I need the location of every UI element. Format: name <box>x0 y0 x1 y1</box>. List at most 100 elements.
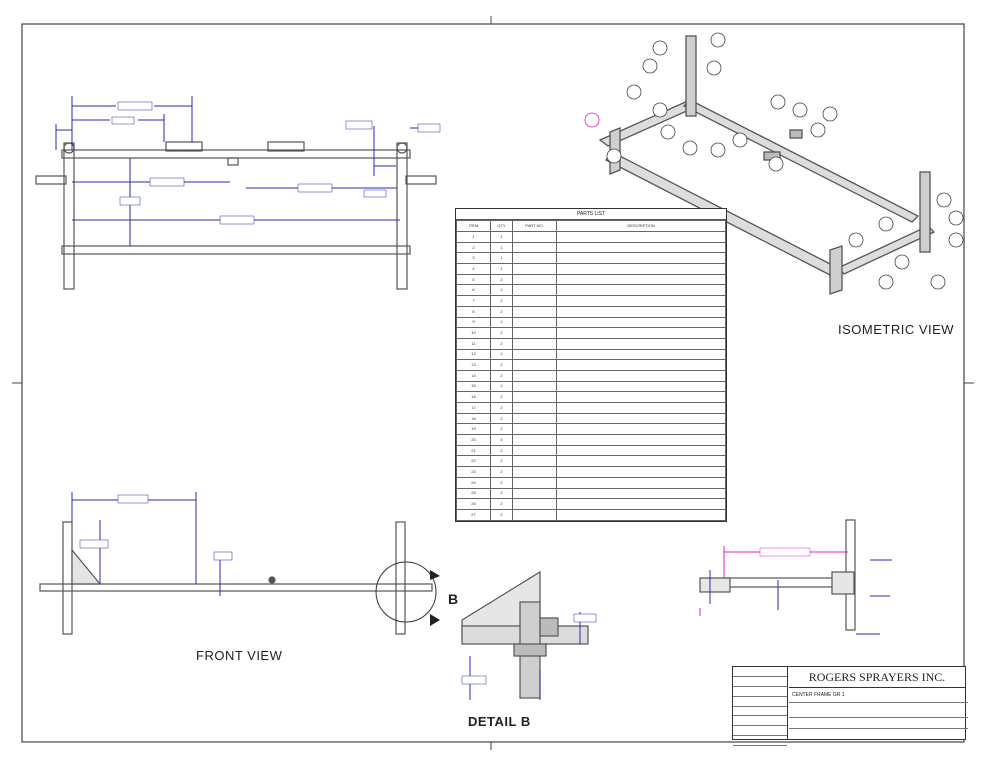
parts-header-part-no: PART NO. <box>512 220 557 232</box>
parts-description-cell <box>556 455 726 468</box>
parts-qty-cell: 2 <box>490 487 513 500</box>
title-block-cell <box>733 707 787 717</box>
parts-part-no-cell <box>512 348 557 361</box>
company-name: ROGERS SPRAYERS INC. <box>789 667 965 688</box>
parts-qty-cell: 4 <box>490 434 513 446</box>
parts-item-cell: 22 <box>456 455 491 468</box>
title-block-cell <box>733 687 787 697</box>
parts-qty-cell: 2 <box>490 337 513 350</box>
parts-item-cell: 24 <box>456 476 491 489</box>
parts-description-cell <box>556 369 726 382</box>
parts-part-no-cell <box>512 263 557 275</box>
parts-item-cell: 4 <box>456 263 491 275</box>
parts-item-cell: 17 <box>456 402 491 414</box>
parts-description-cell <box>556 359 726 371</box>
parts-part-no-cell <box>512 498 557 510</box>
top-view-left-cap <box>63 142 75 154</box>
parts-description-cell <box>556 231 726 243</box>
parts-qty-cell: 2 <box>490 455 513 468</box>
front-view-label: FRONT VIEW <box>196 648 283 663</box>
detail-b-view <box>461 570 589 699</box>
parts-description-cell <box>556 423 726 436</box>
top-view-left-post <box>63 142 75 290</box>
parts-description-cell <box>556 466 726 478</box>
parts-item-cell: 26 <box>456 498 491 510</box>
parts-item-cell: 10 <box>456 327 491 339</box>
parts-list-table: PARTS LIST ITEM QTY PART NO. DESCRIPTION… <box>455 208 727 522</box>
parts-description-cell <box>556 508 726 521</box>
drawing-title: CENTER FRAME GR 1 <box>789 688 968 703</box>
parts-qty-cell: 2 <box>490 423 513 436</box>
parts-part-no-cell <box>512 466 557 478</box>
title-block: ROGERS SPRAYERS INC. CENTER FRAME GR 1 <box>732 666 968 747</box>
parts-part-no-cell <box>512 508 557 521</box>
parts-qty-cell: 2 <box>490 284 513 297</box>
top-view-front-rail <box>61 149 411 159</box>
parts-part-no-cell <box>512 305 557 318</box>
front-view-rail <box>39 583 433 592</box>
top-view <box>35 141 437 290</box>
parts-qty-cell: 2 <box>490 466 513 478</box>
parts-description-cell <box>556 252 726 265</box>
parts-item-cell: 25 <box>456 487 491 500</box>
parts-item-cell: 9 <box>456 316 491 329</box>
parts-description-cell <box>556 476 726 489</box>
top-view-mount <box>227 157 239 166</box>
parts-item-cell: 7 <box>456 295 491 307</box>
parts-part-no-cell <box>512 284 557 297</box>
parts-qty-cell: 2 <box>490 444 513 457</box>
highlighted-balloon <box>584 112 600 128</box>
parts-description-cell <box>556 444 726 457</box>
parts-list-header-row: ITEM QTY PART NO. DESCRIPTION <box>456 220 726 232</box>
parts-description-cell <box>556 273 726 286</box>
parts-description-cell <box>556 434 726 446</box>
parts-qty-cell: 2 <box>490 327 513 339</box>
parts-item-cell: 11 <box>456 337 491 350</box>
parts-description-cell <box>556 380 726 393</box>
top-view-rear-rail <box>61 245 411 255</box>
title-block-cell <box>733 726 787 737</box>
parts-part-no-cell <box>512 316 557 329</box>
parts-description-cell <box>556 337 726 350</box>
parts-part-no-cell <box>512 434 557 446</box>
parts-item-cell: 3 <box>456 252 491 265</box>
parts-part-no-cell <box>512 359 557 371</box>
parts-description-cell <box>556 284 726 297</box>
parts-qty-cell: 1 <box>490 241 513 254</box>
title-block-cell <box>733 667 787 677</box>
parts-qty-cell: 2 <box>490 380 513 393</box>
parts-description-cell <box>556 305 726 318</box>
parts-item-cell: 13 <box>456 359 491 371</box>
parts-header-description: DESCRIPTION <box>556 220 726 232</box>
parts-description-cell <box>556 348 726 361</box>
parts-qty-cell: 1 <box>490 263 513 275</box>
parts-qty-cell: 2 <box>490 295 513 307</box>
parts-list-title: PARTS LIST <box>456 209 726 220</box>
top-view-right-cap <box>396 142 408 154</box>
parts-part-no-cell <box>512 295 557 307</box>
parts-item-cell: 27 <box>456 508 491 521</box>
parts-item-cell: 21 <box>456 444 491 457</box>
parts-item-cell: 6 <box>456 284 491 297</box>
top-view-left-hitch <box>35 175 67 185</box>
front-view-gusset <box>71 548 102 585</box>
parts-part-no-cell <box>512 369 557 382</box>
top-view-right-hitch <box>405 175 437 185</box>
title-block-cell <box>733 736 787 747</box>
sheet-info-cell <box>789 729 968 739</box>
parts-description-cell <box>556 498 726 510</box>
parts-item-cell: 8 <box>456 305 491 318</box>
